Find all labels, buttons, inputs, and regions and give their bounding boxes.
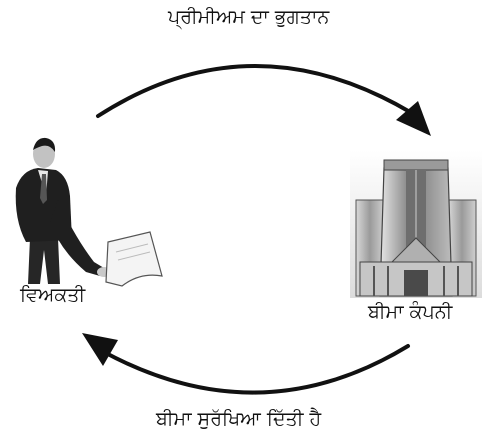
bottom-arrow-head <box>82 333 118 366</box>
insurance-protection-label: ਬੀਮਾ ਸੁਰੱਖਿਆ ਦਿੱਤੀ ਹੈ <box>156 408 322 430</box>
person-arm <box>50 200 104 276</box>
person-legs <box>28 238 60 284</box>
top-arrow-head <box>396 101 431 136</box>
person-tie <box>40 174 47 204</box>
paper-document <box>105 231 163 287</box>
person-label: ਵਿਅਕਤੀ <box>20 284 86 306</box>
insurance-company-label: ਬੀਮਾ ਕੰਪਨੀ <box>368 301 453 323</box>
bottom-arrow <box>82 333 410 395</box>
premium-payment-label: ਪ੍ਰੀਮੀਅਮ ਦਾ ਭੁਗਤਾਨ <box>168 6 330 28</box>
person-hair <box>33 137 56 152</box>
company-building <box>350 150 482 298</box>
person-figure <box>15 137 111 284</box>
top-arrow <box>96 64 431 136</box>
bottom-arrow-curve <box>102 344 410 395</box>
top-arrow-curve <box>96 64 412 118</box>
